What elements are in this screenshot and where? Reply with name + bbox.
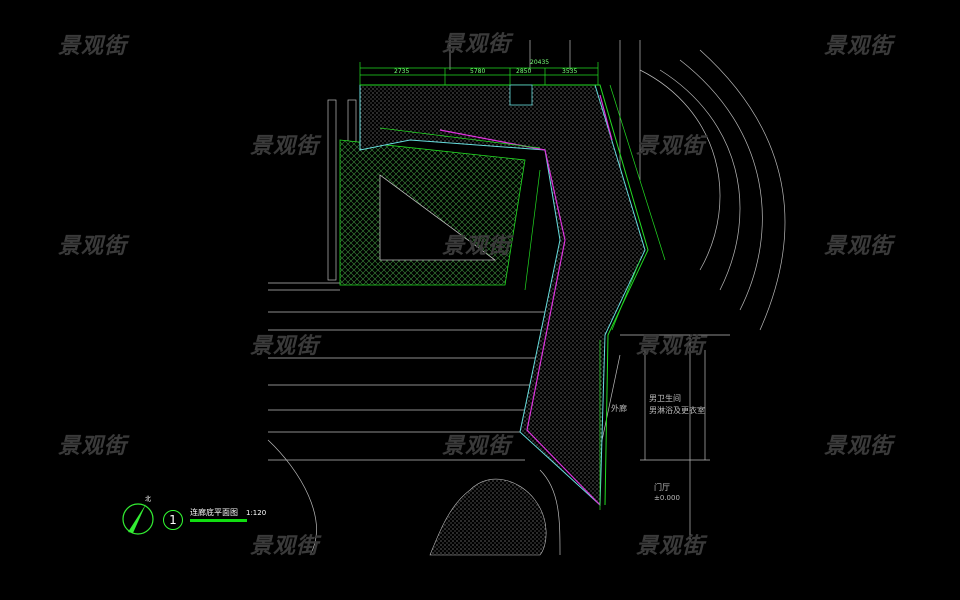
dim-4: 3535 [562,68,578,75]
title-underline [190,519,247,522]
room-lobby: 门厅 [654,483,670,492]
dimension-lines [359,62,666,510]
north-arrow-circle [122,503,154,535]
planting-area [339,139,526,286]
watermark: 景观街 [636,534,706,559]
watermark: 景观街 [250,134,320,159]
watermark: 景观街 [636,334,706,359]
watermark: 景观街 [442,434,512,459]
drawing-scale: 1:120 [246,509,267,517]
watermark: 景观街 [58,34,128,59]
drawing-title: 连廊底平面图 [190,508,238,517]
watermark: 景观街 [824,234,894,259]
watermark: 景观街 [250,334,320,359]
triangular-planter [379,174,497,261]
watermark: 景观街 [824,34,894,59]
watermark: 景观街 [250,534,320,559]
watermark: 景观街 [442,32,512,57]
background-linework [267,40,786,556]
watermark: 景观街 [58,234,128,259]
dim-1: 2735 [394,68,410,75]
drawing-number: 1 [163,510,183,530]
rock-area [429,478,547,556]
dim-2: 5780 [470,68,486,75]
watermark: 景观街 [824,434,894,459]
room-shower: 男淋浴及更衣室 [649,406,705,415]
room-restroom: 男卫生间 [649,394,681,403]
watermark: 景观街 [58,434,128,459]
room-corridor: 外廊 [611,404,627,413]
north-arrow-icon [128,504,146,533]
paved-path [359,84,646,507]
north-label: 北 [145,496,152,503]
dim-total: 20435 [530,59,550,66]
watermark: 景观街 [636,134,706,159]
watermark: 景观街 [442,234,512,259]
lobby-level: ±0.000 [654,494,680,502]
dim-3: 2850 [516,68,532,75]
